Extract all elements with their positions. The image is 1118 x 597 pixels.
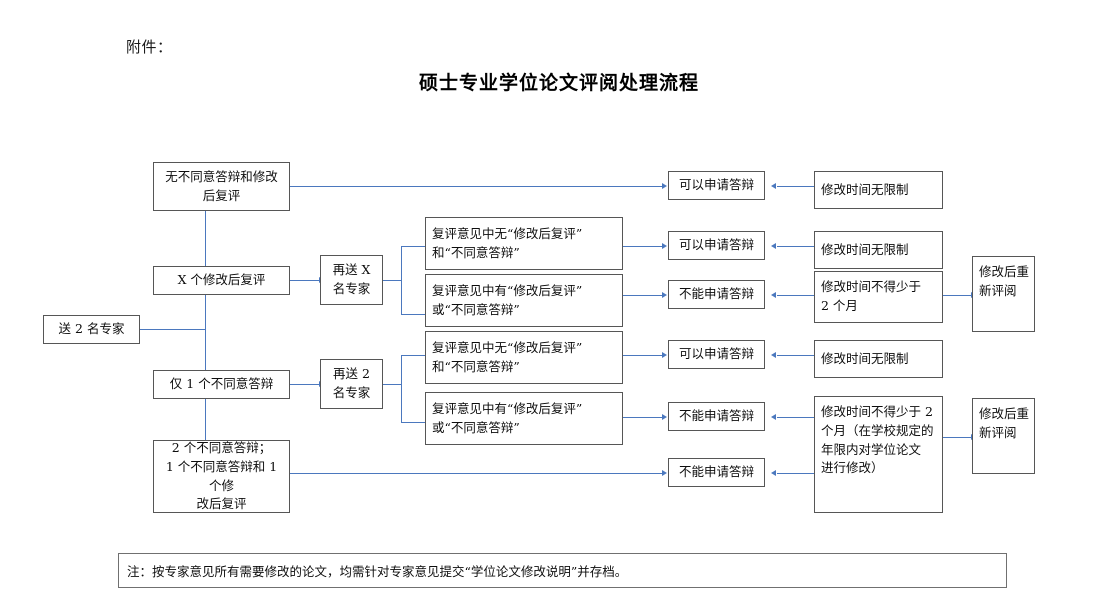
connector-reviewb1-to-allow3 <box>623 355 663 356</box>
connector-time1-to-allow1 <box>777 186 814 187</box>
connector-time2-to-allow2 <box>777 246 814 247</box>
connector-branch2-to-resendx <box>290 280 320 281</box>
connector-resend2-to-reviewb2 <box>401 422 425 423</box>
node-review-b-none[interactable]: 复评意见中无“修改后复评” 和“不同意答辩” <box>425 331 623 384</box>
page-title: 硕士专业学位论文评阅处理流程 <box>418 72 699 94</box>
arrow-timemin2long-deny3 <box>771 469 776 476</box>
node-allow-defense-2[interactable]: 可以申请答辩 <box>668 231 765 260</box>
connector-timemin2long-to-deny2 <box>777 417 814 418</box>
arrow-time1-allow1 <box>771 182 776 189</box>
arrow-time2-allow2 <box>771 242 776 249</box>
node-time-min-2-months-long[interactable]: 修改时间不得少于 2 个月（在学校规定的 年限内对学位论文 进行修改） <box>814 396 943 513</box>
connector-resend2-out <box>383 384 401 385</box>
connector-branch4-to-deny3 <box>290 473 663 474</box>
node-start[interactable]: 送 2 名专家 <box>43 315 140 344</box>
connector-start-to-trunk <box>140 329 205 330</box>
node-branch-two-objections[interactable]: 2 个不同意答辩； 1 个不同意答辩和 1 个修 改后复评 <box>153 440 290 513</box>
connector-reviewa1-to-allow2 <box>623 246 663 247</box>
connector-time3-to-allow3 <box>777 355 814 356</box>
connector-reviewb2-to-deny2 <box>623 417 663 418</box>
connector-timemin2long-to-rereview2 <box>943 437 972 438</box>
node-time-unlimited-1[interactable]: 修改时间无限制 <box>814 171 943 209</box>
node-resend-2-experts[interactable]: 再送 2 名专家 <box>320 359 383 409</box>
arrow-timemin2short-deny1 <box>771 291 776 298</box>
connector-reviewa2-to-deny1 <box>623 295 663 296</box>
connector-timemin2short-to-rereview1 <box>943 295 972 296</box>
connector-branch1-to-allow1 <box>290 186 663 187</box>
arrow-reviewa1-allow2 <box>662 242 667 249</box>
connector-resendx-split <box>401 246 402 314</box>
arrow-branch1-allow1 <box>662 182 667 189</box>
arrow-branch4-deny3 <box>662 469 667 476</box>
node-resend-x-experts[interactable]: 再送 X 名专家 <box>320 255 383 305</box>
connector-trunk-vertical <box>205 186 206 473</box>
node-branch-no-objection[interactable]: 无不同意答辩和修改 后复评 <box>153 162 290 211</box>
connector-timemin2long-to-deny3 <box>777 473 814 474</box>
connector-resendx-to-reviewa2 <box>401 314 425 315</box>
connector-resendx-to-reviewa1 <box>401 246 425 247</box>
arrow-time3-allow3 <box>771 351 776 358</box>
node-rereview-2[interactable]: 修改后重 新评阅 <box>972 398 1035 474</box>
node-deny-defense-1[interactable]: 不能申请答辩 <box>668 280 765 309</box>
node-time-unlimited-3[interactable]: 修改时间无限制 <box>814 340 943 378</box>
node-review-a-none[interactable]: 复评意见中无“修改后复评” 和“不同意答辩” <box>425 217 623 270</box>
connector-branch3-to-resend2 <box>290 384 320 385</box>
note-box: 注：按专家意见所有需要修改的论文，均需针对专家意见提交“学位论文修改说明”并存档… <box>118 553 1007 588</box>
node-deny-defense-2[interactable]: 不能申请答辩 <box>668 402 765 431</box>
arrow-reviewb2-deny2 <box>662 413 667 420</box>
node-allow-defense-1[interactable]: 可以申请答辩 <box>668 171 765 200</box>
node-allow-defense-3[interactable]: 可以申请答辩 <box>668 340 765 369</box>
node-branch-x-revisions[interactable]: X 个修改后复评 <box>153 266 290 295</box>
node-branch-one-objection[interactable]: 仅 1 个不同意答辩 <box>153 370 290 399</box>
arrow-reviewa2-deny1 <box>662 291 667 298</box>
node-time-unlimited-2[interactable]: 修改时间无限制 <box>814 231 943 269</box>
connector-resend2-to-reviewb1 <box>401 355 425 356</box>
arrow-reviewb1-allow3 <box>662 351 667 358</box>
connector-resend2-split <box>401 355 402 422</box>
node-review-b-has[interactable]: 复评意见中有“修改后复评” 或“不同意答辩” <box>425 392 623 445</box>
arrow-timemin2long-deny2 <box>771 413 776 420</box>
node-rereview-1[interactable]: 修改后重 新评阅 <box>972 256 1035 332</box>
attachment-label: 附件： <box>126 38 173 56</box>
node-deny-defense-3[interactable]: 不能申请答辩 <box>668 458 765 487</box>
connector-timemin2short-to-deny1 <box>777 295 814 296</box>
node-time-min-2-months-short[interactable]: 修改时间不得少于 2 个月 <box>814 271 943 323</box>
connector-resendx-out <box>383 280 401 281</box>
node-review-a-has[interactable]: 复评意见中有“修改后复评” 或“不同意答辩” <box>425 274 623 327</box>
